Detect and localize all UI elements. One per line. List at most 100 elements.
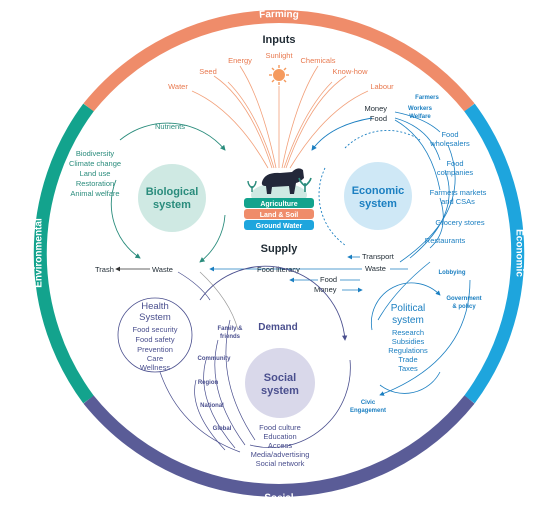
actor-markets-2: and CSAs — [441, 197, 475, 206]
input-labels: Water Seed Energy Sunlight Chemicals Kno… — [168, 51, 394, 91]
flow-food-literacy: Food literacy — [257, 265, 300, 274]
econ-food-arrow — [311, 117, 373, 151]
ring-label-economic: Economic — [513, 229, 524, 277]
farm-illustration: Agriculture Land & Soil Ground Water — [244, 168, 314, 230]
econ-actors: Food wholesalers Food companies Farmers … — [425, 130, 487, 245]
political-government-2: & policy — [452, 304, 476, 310]
demand-label: Demand — [258, 322, 297, 333]
political-arc-top — [371, 282, 441, 331]
econ-workers-label-1: Workers — [408, 106, 433, 112]
social-level-region: Region — [198, 380, 219, 386]
social-levels: Community Region National Global — [198, 356, 232, 432]
input-chemicals: Chemicals — [300, 56, 335, 65]
econ-workers-label-2: Welfare — [409, 114, 431, 120]
social-access: Access — [268, 441, 292, 450]
economic-title-1: Economic — [352, 185, 405, 197]
political-taxes: Taxes — [398, 364, 418, 373]
social-level-global: Global — [213, 426, 232, 432]
actor-companies-2: companies — [437, 168, 474, 177]
political-regulations: Regulations — [388, 346, 428, 355]
input-rays — [191, 65, 369, 169]
social-food-culture: Food culture — [259, 423, 301, 432]
social-items: Food culture Education Access Media/adve… — [251, 423, 310, 468]
ring-economic-segment — [464, 103, 525, 404]
political-civic-1: Civic — [361, 400, 376, 406]
inputs-title: Inputs — [263, 34, 296, 46]
actor-grocery: Grocery stores — [435, 218, 484, 227]
political-government-1: Government — [446, 296, 481, 302]
biological-system-circle — [138, 164, 206, 232]
ring-social-segment — [83, 395, 475, 497]
econ-actor-curves — [394, 111, 456, 263]
outer-ring — [33, 10, 525, 497]
ring-label-environmental: Environmental — [34, 218, 45, 288]
factor-animal-welfare: Animal welfare — [70, 189, 119, 198]
biological-cycle-arrow-right — [199, 214, 226, 263]
land-soil-layer — [244, 209, 314, 219]
factor-restoration: Restoration — [76, 179, 114, 188]
input-know-how: Know-how — [332, 67, 368, 76]
biological-factors: Biodiversity Climate change Land use Res… — [69, 149, 121, 198]
social-family-1: Family & — [217, 326, 243, 332]
political-trade: Trade — [398, 355, 417, 364]
ring-label-social: Social — [264, 492, 294, 503]
actor-restaurants: Restaurants — [425, 236, 466, 245]
econ-money-label: Money — [364, 104, 387, 113]
input-labour: Labour — [370, 82, 394, 91]
input-sunlight: Sunlight — [265, 51, 293, 60]
factor-biodiversity: Biodiversity — [76, 149, 115, 158]
health-care: Care — [147, 354, 163, 363]
flow-trash: Trash — [95, 265, 114, 274]
bull-icon — [261, 168, 304, 194]
biological-title-1: Biological — [146, 186, 199, 198]
flow-waste-left: Waste — [152, 265, 173, 274]
ring-label-farming: Farming — [259, 9, 299, 21]
economic-title-2: system — [359, 198, 397, 210]
health-title-2: System — [139, 312, 171, 323]
supply-label: Supply — [261, 243, 299, 255]
ground-water-layer — [244, 220, 314, 230]
actor-companies-1: Food — [446, 159, 463, 168]
flow-food: Food — [320, 275, 337, 284]
political-arc-bottom — [379, 371, 441, 394]
flow-waste-right: Waste — [365, 264, 386, 273]
economic-system-circle — [344, 162, 412, 230]
social-level-arcs — [159, 319, 256, 453]
input-seed: Seed — [199, 67, 217, 76]
plant-icon — [298, 177, 312, 192]
social-title-1: Social — [264, 372, 296, 384]
econ-food-label: Food — [370, 114, 387, 123]
input-energy: Energy — [228, 56, 252, 65]
ring-farming-segment — [83, 10, 475, 112]
social-network: Social network — [256, 459, 305, 468]
political-title-1: Political — [391, 303, 425, 314]
input-water: Water — [168, 82, 188, 91]
political-civic-2: Engagement — [350, 408, 386, 414]
health-food-security: Food security — [132, 325, 177, 334]
biological-cycle-arrow-left — [110, 179, 141, 259]
health-wellness: Wellness — [140, 363, 171, 372]
demand-arc — [199, 265, 348, 341]
health-prevention: Prevention — [137, 345, 173, 354]
social-level-community: Community — [198, 356, 232, 362]
factor-land-use: Land use — [80, 169, 111, 178]
health-title-1: Health — [141, 301, 168, 312]
political-title-2: system — [392, 315, 424, 326]
econ-dashed-cycle-left — [318, 167, 346, 246]
health-food-safety: Food safety — [135, 335, 174, 344]
social-media: Media/advertising — [251, 450, 310, 459]
flow-transport: Transport — [362, 252, 395, 261]
social-family-2: friends — [220, 334, 241, 340]
agriculture-layer — [244, 198, 314, 208]
political-research: Research — [392, 328, 424, 337]
political-items: Research Subsidies Regulations Trade Tax… — [388, 328, 428, 373]
ground-water-label: Ground Water — [256, 223, 303, 230]
econ-farmers-label: Farmers — [415, 95, 439, 101]
health-system-ring — [117, 297, 193, 373]
factor-climate-change: Climate change — [69, 159, 121, 168]
political-lobbying: Lobbying — [439, 270, 466, 276]
ring-environmental-segment — [33, 103, 94, 404]
social-title-2: system — [261, 385, 299, 397]
